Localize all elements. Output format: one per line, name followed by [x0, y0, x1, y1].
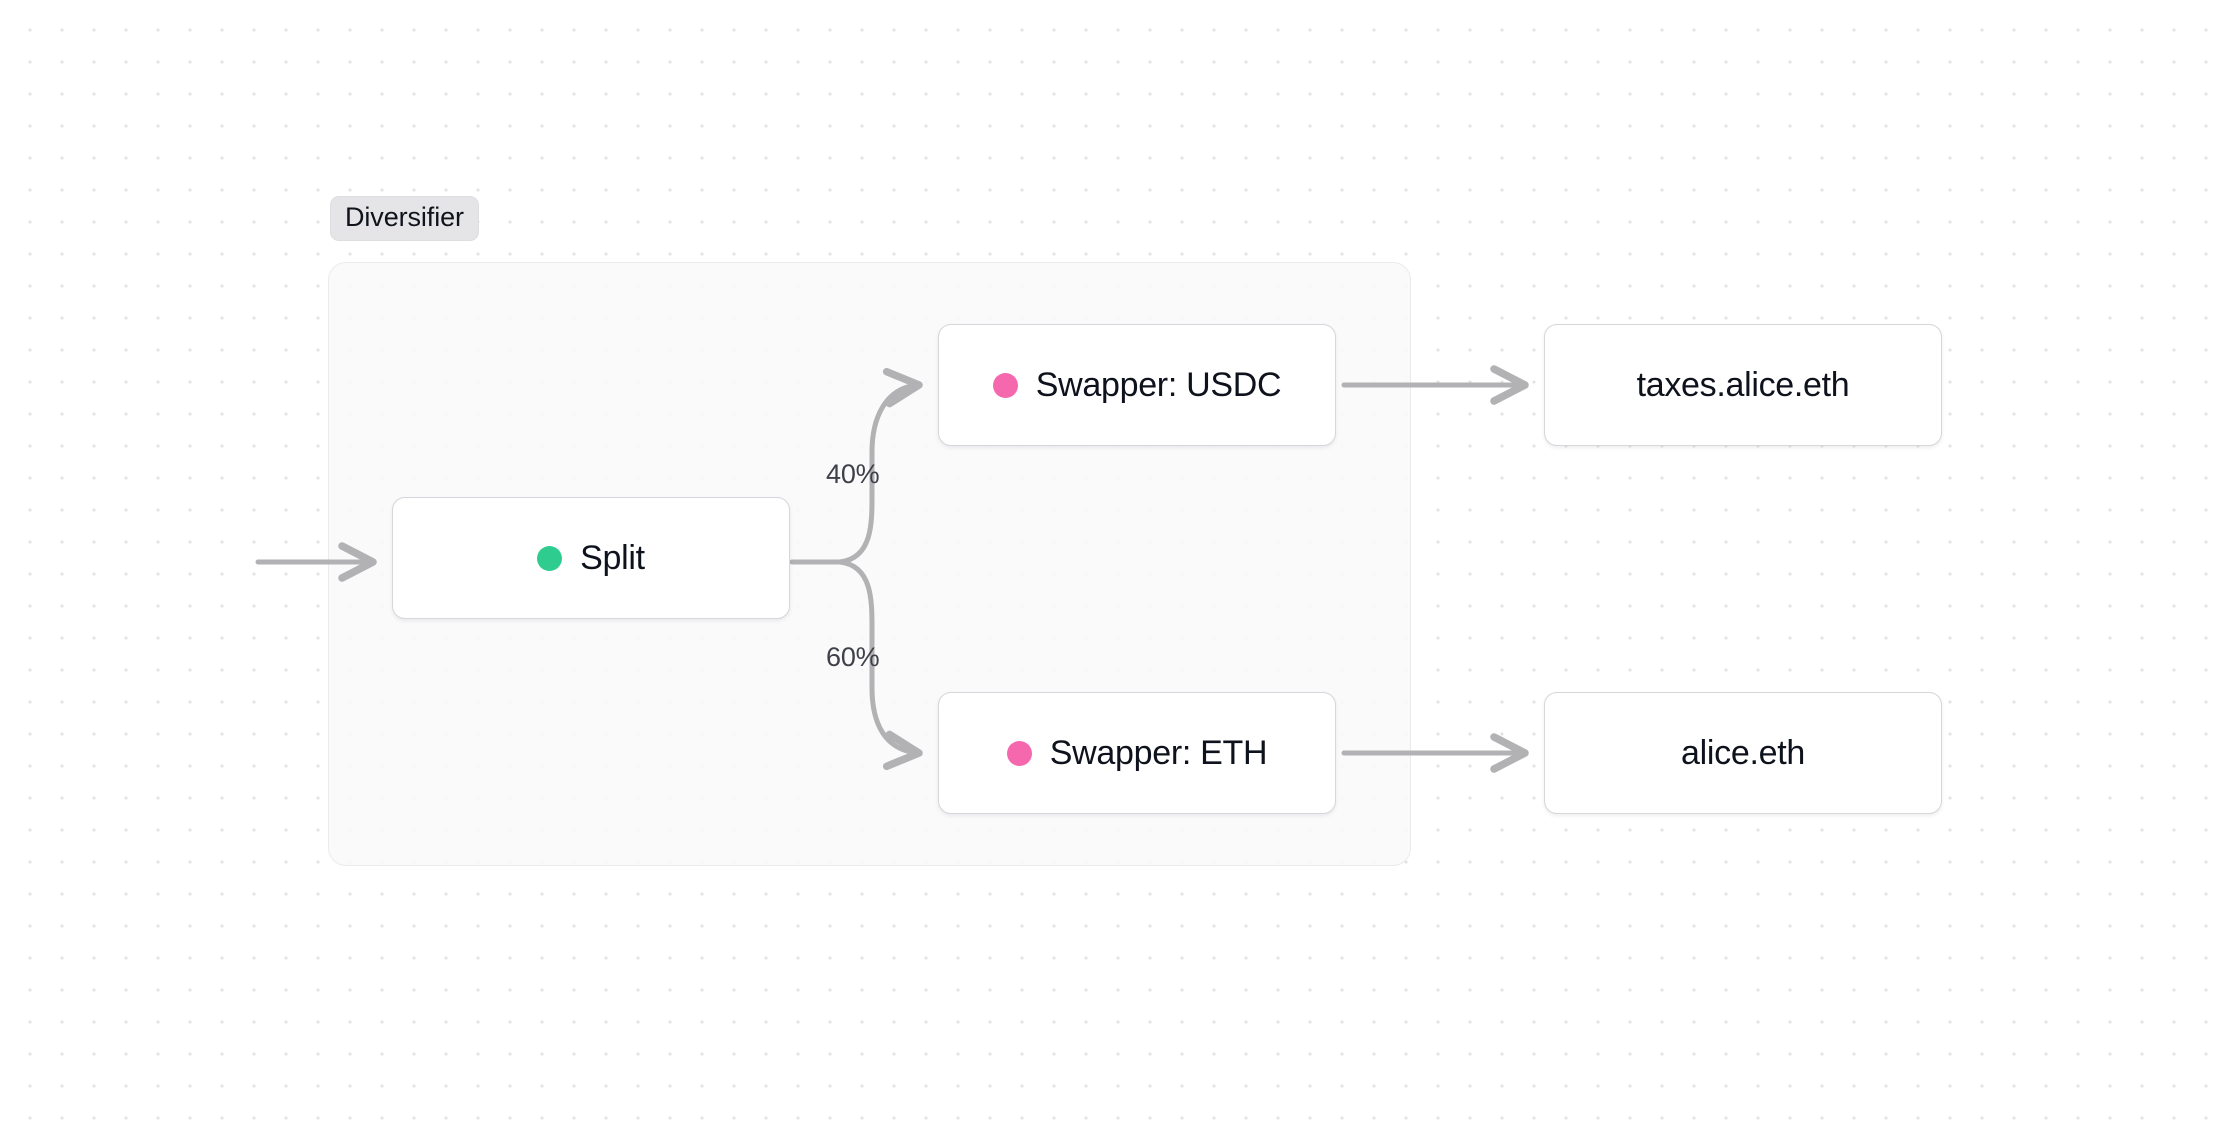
node-taxes-alice-eth[interactable]: taxes.alice.eth: [1544, 324, 1942, 446]
node-swapper-usdc[interactable]: Swapper: USDC: [938, 324, 1336, 446]
status-dot-pink: [992, 372, 1018, 398]
edge-label-60-percent: 60%: [826, 642, 880, 672]
group-label-badge[interactable]: Diversifier: [330, 196, 479, 241]
status-dot-green: [537, 545, 563, 571]
node-swapper-eth[interactable]: Swapper: ETH: [938, 692, 1336, 814]
node-label-alice-eth: alice.eth: [1681, 733, 1805, 772]
edge-label-40-percent: 40%: [826, 459, 880, 489]
node-label-swapper-usdc: Swapper: USDC: [1035, 365, 1282, 404]
node-label-split: Split: [580, 538, 645, 577]
node-split[interactable]: Split: [392, 497, 790, 619]
node-label-taxes-alice-eth: taxes.alice.eth: [1636, 365, 1850, 404]
node-alice-eth[interactable]: alice.eth: [1544, 692, 1942, 814]
status-dot-pink: [1006, 740, 1032, 766]
node-label-swapper-eth: Swapper: ETH: [1049, 733, 1268, 772]
